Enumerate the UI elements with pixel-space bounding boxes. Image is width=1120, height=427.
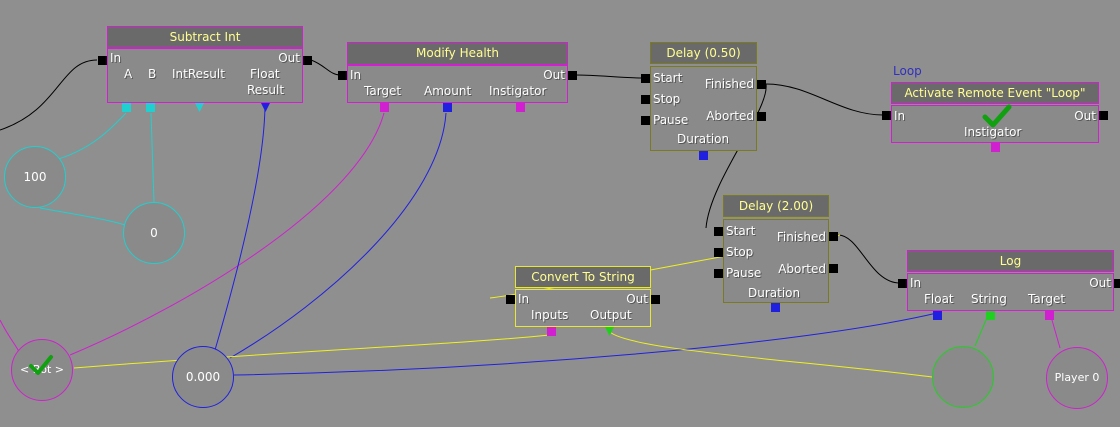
- in-pin[interactable]: [898, 279, 907, 288]
- in-label: In: [110, 51, 122, 65]
- string-label: String: [971, 292, 1007, 306]
- int-variable-100[interactable]: 100: [4, 146, 66, 208]
- aborted-pin[interactable]: [757, 112, 766, 121]
- in-pin[interactable]: [882, 111, 891, 120]
- in-label: In: [894, 109, 906, 123]
- pause-pin[interactable]: [641, 116, 650, 125]
- result-label: Result: [247, 83, 285, 97]
- finished-label: Finished: [776, 230, 826, 244]
- in-label: In: [910, 276, 922, 290]
- float-pin[interactable]: [933, 311, 942, 320]
- out-pin[interactable]: [568, 71, 577, 80]
- target-pin[interactable]: [1045, 311, 1054, 320]
- delay-200-node[interactable]: Delay (2.00) Start Stop Pause Finished A…: [723, 195, 829, 303]
- stop-label: Stop: [653, 92, 681, 106]
- out-label: Out: [1089, 276, 1111, 290]
- intresult-pin[interactable]: [195, 103, 204, 112]
- string-variable[interactable]: [932, 346, 994, 408]
- pause-label: Pause: [726, 266, 762, 280]
- in-label: In: [350, 68, 362, 82]
- out-label: Out: [1074, 109, 1096, 123]
- stop-pin[interactable]: [641, 95, 650, 104]
- float-label: Float: [924, 292, 954, 306]
- start-label: Start: [726, 224, 756, 238]
- finished-label: Finished: [704, 77, 754, 91]
- start-label: Start: [653, 71, 683, 85]
- target-label: Target: [364, 84, 402, 98]
- instigator-label: Instigator: [964, 125, 1022, 139]
- target-pin[interactable]: [380, 103, 389, 112]
- float-result-pin[interactable]: [261, 103, 270, 112]
- int-variable-0[interactable]: 0: [123, 202, 185, 264]
- instigator-pin[interactable]: [516, 103, 525, 112]
- convert-to-string-node[interactable]: Convert To String In Out Inputs Output: [515, 266, 651, 327]
- node-title: Activate Remote Event "Loop": [891, 82, 1099, 104]
- activate-remote-event-node[interactable]: Activate Remote Event "Loop" In Out Inst…: [891, 82, 1099, 143]
- a-pin[interactable]: [122, 103, 131, 112]
- duration-label: Duration: [677, 132, 730, 146]
- pause-pin[interactable]: [714, 269, 723, 278]
- in-pin[interactable]: [506, 295, 515, 304]
- string-pin[interactable]: [986, 311, 995, 320]
- out-pin[interactable]: [1114, 279, 1120, 288]
- target-label: Target: [1028, 292, 1066, 306]
- object-variable-player[interactable]: Player 0: [1046, 347, 1108, 409]
- out-label: Out: [543, 68, 565, 82]
- aborted-label: Aborted: [706, 109, 754, 123]
- stop-pin[interactable]: [714, 248, 723, 257]
- start-pin[interactable]: [641, 74, 650, 83]
- b-pin[interactable]: [146, 103, 155, 112]
- stop-label: Stop: [726, 245, 754, 259]
- delay-050-node[interactable]: Delay (0.50) Start Stop Pause Finished A…: [650, 42, 757, 151]
- out-pin[interactable]: [1099, 111, 1108, 120]
- amount-label: Amount: [424, 84, 472, 98]
- start-pin[interactable]: [714, 227, 723, 236]
- node-title: Convert To String: [515, 266, 651, 288]
- node-title: Modify Health: [347, 42, 568, 65]
- out-label: Out: [626, 292, 648, 306]
- node-title: Subtract Int: [107, 26, 303, 48]
- finished-pin[interactable]: [829, 232, 838, 241]
- intresult-label: IntResult: [172, 67, 225, 81]
- b-label: B: [148, 67, 157, 81]
- amount-pin[interactable]: [443, 103, 452, 112]
- float-label: Float: [250, 67, 280, 81]
- out-pin[interactable]: [651, 295, 660, 304]
- output-label: Output: [590, 308, 632, 322]
- in-pin[interactable]: [98, 56, 107, 65]
- object-variable-bot[interactable]: < Bot >: [11, 339, 73, 401]
- out-label: Out: [278, 51, 300, 65]
- node-title: Delay (2.00): [723, 195, 829, 217]
- in-pin[interactable]: [338, 71, 347, 80]
- inputs-label: Inputs: [531, 308, 569, 322]
- a-label: A: [124, 67, 133, 81]
- node-title: Delay (0.50): [650, 42, 757, 64]
- event-label: Loop: [893, 64, 922, 78]
- duration-label: Duration: [748, 286, 801, 300]
- aborted-label: Aborted: [778, 262, 826, 276]
- log-node[interactable]: Log In Out Float String Target: [907, 250, 1114, 311]
- bot-label: < Bot >: [19, 363, 65, 376]
- in-label: In: [518, 292, 530, 306]
- aborted-pin[interactable]: [829, 264, 838, 273]
- subtract-int-node[interactable]: Subtract Int In Out A B IntResult Float …: [107, 26, 303, 103]
- finished-pin[interactable]: [757, 80, 766, 89]
- out-pin[interactable]: [303, 56, 312, 65]
- float-variable[interactable]: 0.000: [172, 346, 234, 408]
- modify-health-node[interactable]: Modify Health In Out Target Amount Insti…: [347, 42, 568, 103]
- instigator-label: Instigator: [489, 84, 547, 98]
- output-pin[interactable]: [605, 327, 614, 336]
- instigator-pin[interactable]: [991, 143, 1000, 152]
- pause-label: Pause: [653, 113, 689, 127]
- duration-pin[interactable]: [771, 303, 780, 312]
- inputs-pin[interactable]: [547, 327, 556, 336]
- duration-pin[interactable]: [699, 151, 708, 160]
- node-title: Log: [907, 250, 1114, 272]
